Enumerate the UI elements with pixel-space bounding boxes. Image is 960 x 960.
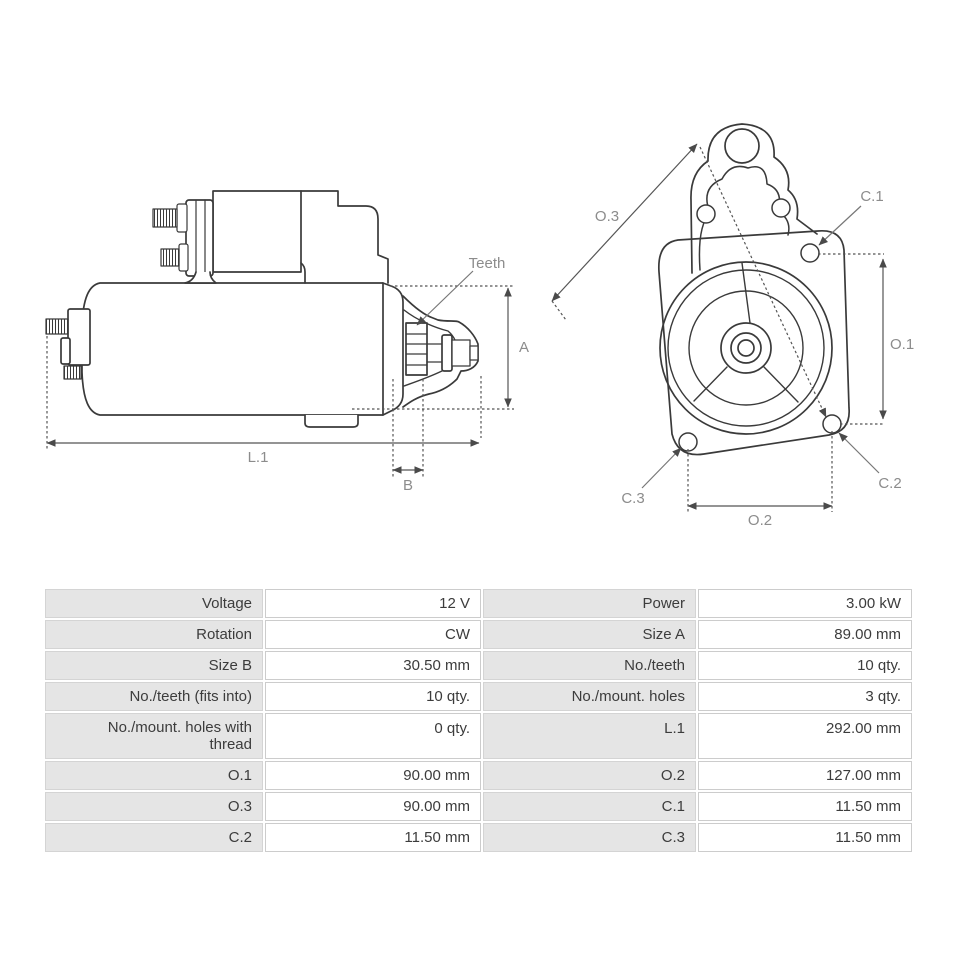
spec-label: No./teeth [483, 651, 696, 680]
solenoid-stud-1 [152, 208, 178, 228]
C3-leader-line [641, 447, 682, 489]
spec-label: Size B [45, 651, 263, 680]
end-shield [382, 282, 404, 416]
label-C1: C.1 [860, 188, 883, 205]
flange-hole-C3 [678, 432, 698, 452]
side-view-dimensions [46, 270, 514, 477]
rear-stud-small [63, 365, 82, 380]
hub-outer [720, 322, 772, 374]
label-C3: C.3 [621, 490, 644, 507]
spec-label: C.1 [483, 792, 696, 821]
spec-label: No./mount. holes with thread [45, 713, 263, 759]
spec-label: Rotation [45, 620, 263, 649]
label-B: B [403, 477, 413, 494]
O3-extension-dotted [551, 300, 567, 321]
spec-value: 127.00 mm [698, 761, 912, 790]
spec-label: Power [483, 589, 696, 618]
spec-value: 12 V [265, 589, 481, 618]
mounting-foot [304, 414, 359, 428]
solenoid-cap-rings [195, 199, 206, 277]
label-A: A [519, 339, 529, 356]
shaft-block [451, 339, 471, 367]
spec-value: 11.50 mm [698, 792, 912, 821]
extension-lines-dotted [46, 285, 514, 477]
spec-value: 11.50 mm [698, 823, 912, 852]
spec-value: 292.00 mm [698, 713, 912, 759]
teeth-leader-line [416, 270, 474, 326]
rear-terminal-block [67, 308, 91, 366]
rear-terminal-tab [60, 337, 71, 365]
bracket-top-hole [724, 128, 760, 164]
shaft-hole [737, 339, 755, 357]
solenoid-collar-1 [176, 203, 188, 233]
front-view [658, 123, 850, 456]
spec-value: CW [265, 620, 481, 649]
solenoid-neck [184, 271, 217, 284]
bracket-left-hole [696, 204, 716, 224]
label-O3: O.3 [595, 208, 619, 225]
C2-leader-line [838, 432, 880, 474]
shaft-tip [469, 345, 479, 361]
spec-value: 3.00 kW [698, 589, 912, 618]
spec-table: Voltage 12 V Power 3.00 kW Rotation CW S… [45, 589, 912, 852]
spec-value: 30.50 mm [265, 651, 481, 680]
label-O1: O.1 [890, 336, 914, 353]
motor-body [81, 282, 384, 416]
spec-label: No./mount. holes [483, 682, 696, 711]
spec-label: O.3 [45, 792, 263, 821]
O1-extension-dotted [818, 253, 884, 425]
solenoid-stud-2 [160, 248, 180, 267]
spec-label: Size A [483, 620, 696, 649]
spec-label: L.1 [483, 713, 696, 759]
spec-value: 89.00 mm [698, 620, 912, 649]
spec-label: No./teeth (fits into) [45, 682, 263, 711]
spec-value: 90.00 mm [265, 761, 481, 790]
drive-bracket [300, 190, 389, 284]
spec-value: 0 qty. [265, 713, 481, 759]
O2-extension-dotted [687, 431, 833, 512]
spec-value: 11.50 mm [265, 823, 481, 852]
pinion-gear [405, 322, 428, 376]
flange-hole-C2 [822, 414, 842, 434]
label-O2: O.2 [748, 512, 772, 529]
solenoid-collar-2 [178, 243, 189, 272]
spec-value: 10 qty. [265, 682, 481, 711]
hub-middle [730, 332, 762, 364]
front-view-dimensions [551, 143, 887, 512]
spec-label: Voltage [45, 589, 263, 618]
rear-stud-threaded [45, 318, 69, 335]
solenoid-body [212, 190, 302, 273]
spec-value: 90.00 mm [265, 792, 481, 821]
solenoid-cap [185, 199, 214, 277]
spec-label: C.2 [45, 823, 263, 852]
spoke-lines [693, 262, 799, 403]
spec-label: O.1 [45, 761, 263, 790]
label-teeth: Teeth [469, 255, 506, 272]
body-circle-rim [667, 269, 825, 427]
pinion-teeth-lines [405, 333, 428, 366]
solenoid-bracket-outer [690, 123, 818, 274]
bracket-right-hole [771, 198, 791, 218]
spec-value: 3 qty. [698, 682, 912, 711]
spec-label: C.3 [483, 823, 696, 852]
spec-value: 10 qty. [698, 651, 912, 680]
pinion-shaft [426, 343, 443, 363]
C1-leader-line [818, 205, 862, 246]
starter-motor-technical-drawing: L.1 A B Teeth [45, 123, 914, 529]
label-L1: L.1 [248, 449, 269, 466]
solenoid-step [300, 262, 306, 284]
side-view [45, 190, 479, 428]
spec-label: O.2 [483, 761, 696, 790]
body-circle-outer [659, 261, 833, 435]
shaft-nut [441, 334, 453, 372]
flange-hole-C1 [800, 243, 820, 263]
dim-line-O3 [551, 143, 698, 302]
label-C2: C.2 [878, 475, 901, 492]
